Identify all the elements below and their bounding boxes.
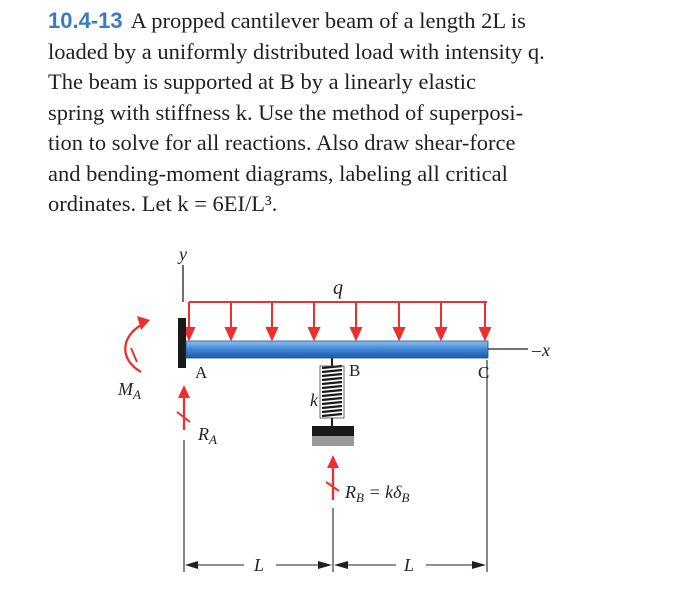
fixed-support: [178, 318, 186, 368]
reaction-b-label: RB = kδB: [344, 482, 409, 505]
x-axis-dash: –: [531, 340, 542, 360]
point-b-label-bg: [344, 360, 368, 380]
load-intensity-label: q: [333, 277, 343, 299]
y-axis-label: y: [177, 244, 187, 264]
moment-reaction-arrow: [124, 316, 150, 373]
reaction-a-label: RA: [197, 424, 217, 447]
problem-number: 10.4-13: [48, 8, 123, 33]
problem-line-3: The beam is supported at B by a linearly…: [48, 69, 476, 94]
problem-line-4: spring with stiffness k. Use the method …: [48, 99, 524, 125]
reaction-a-arrow: [176, 385, 191, 430]
dimension-left-label: L: [253, 555, 264, 575]
beam: [185, 340, 489, 359]
dimension-extension-lines: [183, 360, 488, 572]
dimension-left: [185, 561, 332, 569]
spring: [319, 358, 345, 426]
point-a-label: A: [195, 363, 208, 382]
x-axis-label: x: [541, 340, 550, 360]
problem-line-5: tion to solve for all reactions. Also dr…: [48, 130, 516, 155]
point-b-label: B: [349, 361, 360, 380]
distributed-load: [182, 301, 492, 342]
dimension-right: [334, 561, 486, 569]
problem-line-7: ordinates. Let k = 6EI/L³.: [48, 191, 278, 216]
problem-line-6: and bending-moment diagrams, labeling al…: [48, 160, 508, 186]
spring-stiffness-label: k: [310, 390, 319, 410]
problem-line-2: loaded by a uniformly distributed load w…: [48, 38, 545, 64]
point-c-label: C: [478, 363, 489, 382]
dimension-right-label: L: [403, 555, 414, 575]
reaction-b-arrow: [325, 455, 340, 500]
spring-ground: [312, 426, 354, 446]
moment-label: MA: [117, 379, 141, 402]
